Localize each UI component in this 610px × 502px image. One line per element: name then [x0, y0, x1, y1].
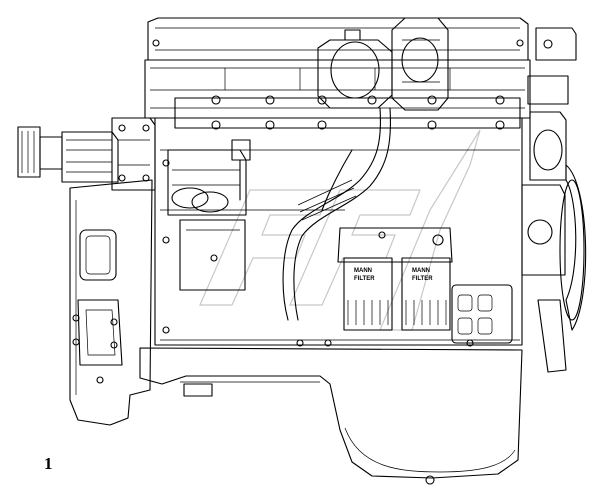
filter-unit — [337, 227, 453, 331]
intake-manifold — [167, 149, 247, 291]
filter-1-brand: MANN — [354, 268, 372, 274]
exhaust-manifold — [174, 95, 521, 130]
figure-number: 1 — [44, 454, 53, 473]
filter-2-type: FILTER — [412, 276, 433, 282]
cylinder-head-cover — [144, 17, 531, 119]
rear-pto-unit — [17, 117, 156, 191]
engine-block — [154, 117, 523, 347]
front-end-accessories — [521, 27, 587, 373]
filter-1-type: FILTER — [354, 276, 375, 282]
flywheel-housing — [69, 179, 153, 426]
hoses-and-pipes — [231, 107, 391, 321]
turbocharger — [317, 17, 449, 111]
injection-pump — [451, 284, 513, 344]
oil-pan — [139, 347, 523, 485]
filter-2-brand: MANN — [412, 268, 430, 274]
